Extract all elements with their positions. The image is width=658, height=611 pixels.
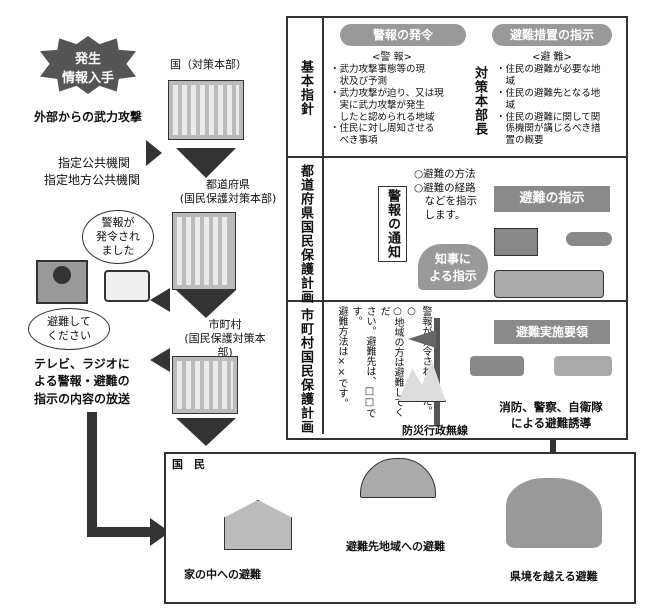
warn-item: したと認められる地域 xyxy=(330,112,444,124)
evac-item: ・住民の避難が必要な地 xyxy=(496,64,601,76)
evac-item: 置の概要 xyxy=(496,135,601,147)
attack-text: 外部からの武力攻撃 xyxy=(34,110,142,125)
row-basic: 基本指針 xyxy=(296,60,315,116)
pref-evac-line: などを指示 xyxy=(414,195,477,209)
muni-label: 市町村 (国民保護対策本部) xyxy=(180,318,270,359)
public-orgs-2: 指定地方公共機関 xyxy=(44,173,140,188)
pill-evacuation: 避難措置の指示 xyxy=(492,24,612,46)
pill-warning: 警報の発令 xyxy=(340,24,466,46)
governor-bubble: 知事に よる指示 xyxy=(418,244,488,290)
warn-item: ・住民に対し周知させる xyxy=(330,123,444,135)
evac-item: 域 xyxy=(496,100,601,112)
arrow-gov-to-pref xyxy=(176,148,236,178)
pref-evac-text: ○避難の方法 ○避難の経路 などを指示 します。 xyxy=(414,168,477,223)
hq-label: 対策本部長 xyxy=(470,66,489,136)
tv-icon xyxy=(36,260,88,304)
pref-label-1: 都道府県 xyxy=(178,178,278,192)
evac-item: ・住民の避難に関して関 xyxy=(496,112,601,124)
governor-line: 知事に xyxy=(418,244,488,267)
area-evac: 避難先地域への避難 xyxy=(346,540,445,554)
arrow-muni-to-people xyxy=(176,418,236,446)
evac-item: ・住民の避難先となる地 xyxy=(496,88,601,100)
warn-item: 状及び予測 xyxy=(330,76,444,88)
evac-item: 係機関が講じるべき措 xyxy=(496,123,601,135)
row-label-divider xyxy=(322,18,324,434)
truck-icon xyxy=(494,228,538,256)
radio-label: 防災行政無線 xyxy=(402,424,468,438)
warn-head: <警 報> xyxy=(372,52,412,65)
bubble-warn: 警報が 発令され ました xyxy=(82,210,154,264)
guidance-line: 消防、警察、自衛隊 xyxy=(496,400,606,416)
police-car-icon xyxy=(554,356,612,376)
evac-head: <避 難> xyxy=(532,52,572,65)
pref-label: 都道府県 (国民保護対策本部) xyxy=(178,178,278,206)
public-orgs-1: 指定公共機関 xyxy=(58,156,130,171)
arrow-broadcast-to-people xyxy=(92,412,150,532)
pref-building-icon xyxy=(172,212,236,290)
helicopter-icon xyxy=(566,232,612,246)
broadcast-3: 指示の内容の放送 xyxy=(34,391,130,408)
arrow-to-public-orgs xyxy=(146,140,162,166)
car-icon xyxy=(470,356,524,376)
arrow-to-media-2 xyxy=(150,348,170,372)
pref-evac-line: ○避難の経路 xyxy=(414,182,477,196)
divider-2 xyxy=(286,300,626,302)
row-pref: 都道府県国民保護計画 xyxy=(296,164,315,304)
warn-item: ・武力攻撃が迫り、又は現 xyxy=(330,88,444,100)
bubble-evac-2: ください xyxy=(29,329,109,343)
evac-items: ・住民の避難が必要な地 域 ・住民の避難先となる地 域 ・住民の避難に関して関 … xyxy=(496,64,601,147)
evac-item: 域 xyxy=(496,76,601,88)
announce-line: 避難方法は××です。 xyxy=(336,306,347,408)
notice-label: 警報の通知 xyxy=(378,186,407,262)
warn-items: ・武力攻撃事態等の現 状及び予測 ・武力攻撃が迫り、又は現 実に武力攻撃が発生 … xyxy=(330,64,444,147)
arrow-to-media xyxy=(150,288,170,312)
home-evac: 家の中への避難 xyxy=(184,568,261,582)
muni-label-1: 市町村 xyxy=(180,318,270,332)
bubble-warn-2: 発令され xyxy=(83,230,153,244)
broadcast-1: テレビ、ラジオに xyxy=(34,356,130,373)
row-muni: 市町村国民保護計画 xyxy=(296,308,315,434)
pref-evac-line: します。 xyxy=(414,209,477,223)
bubble-evac-1: 避難して xyxy=(29,309,109,329)
warn-item: 実に武力攻撃が発生 xyxy=(330,100,444,112)
guidance-text: 消防、警察、自衛隊 による避難誘導 xyxy=(496,400,606,431)
broadcast-text: テレビ、ラジオに よる警報・避難の 指示の内容の放送 xyxy=(34,356,130,408)
pref-evac-line: ○避難の方法 xyxy=(414,168,477,182)
arrow-pref-to-muni xyxy=(176,290,236,318)
prefecture-evac: 県境を越える避難 xyxy=(510,570,598,584)
guidance-line: による避難誘導 xyxy=(496,416,606,432)
broadcast-2: よる警報・避難の xyxy=(34,373,130,390)
muni-announcement: 警報が発令されました。○ ○地域の方は避難してくだ さい。避難先は、□□です。 … xyxy=(334,306,432,426)
gov-label: 国（対策本部） xyxy=(170,58,247,72)
divider-1 xyxy=(286,156,626,158)
pref-label-2: (国民保護対策本部) xyxy=(178,192,278,206)
bubble-evac: 避難して ください xyxy=(28,308,110,350)
evac-instruction-box: 避難の指示 xyxy=(494,186,610,212)
radio-icon xyxy=(104,270,150,302)
announce-line: さい。避難先は、□□です。 xyxy=(350,306,375,418)
bubble-warn-3: ました xyxy=(83,244,153,258)
people-label: 国 民 xyxy=(172,458,205,472)
bubble-warn-1: 警報が xyxy=(83,211,153,230)
hills-icon xyxy=(506,478,602,548)
gov-building-icon xyxy=(168,80,244,140)
governor-line: よる指示 xyxy=(418,267,488,284)
bus-icon xyxy=(494,270,604,298)
warn-item: べき事項 xyxy=(330,135,444,147)
procedure-box: 避難実施要領 xyxy=(494,320,610,344)
muni-building-icon xyxy=(172,356,238,414)
warn-item: ・武力攻撃事態等の現 xyxy=(330,64,444,76)
